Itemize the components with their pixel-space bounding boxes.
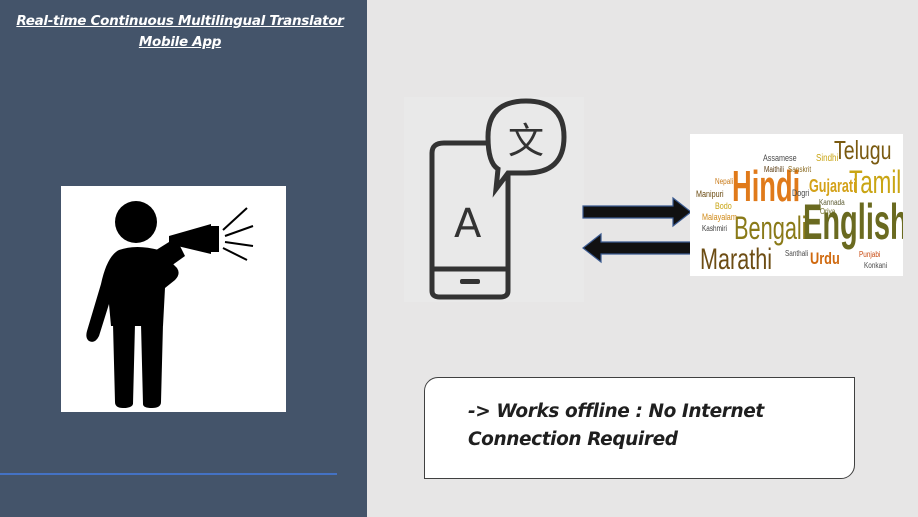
cloud-word: Bodo — [715, 201, 732, 211]
slide-title: Real-time Continuous Multilingual Transl… — [0, 11, 360, 53]
cloud-word: Sanskrit — [788, 165, 812, 174]
cloud-word: Tamil — [849, 164, 902, 200]
cloud-word: Malayalam — [702, 212, 737, 222]
cloud-word: Konkani — [864, 261, 888, 270]
divider-line — [0, 473, 337, 475]
phone-screen-letter: A — [454, 201, 482, 247]
offline-note-text: -> Works offline : No Internet Connectio… — [468, 398, 838, 454]
phone-translate-icon: A 文 — [404, 97, 584, 302]
speaker-image — [61, 186, 286, 412]
cloud-word: Urdu — [810, 249, 840, 268]
cloud-word: English — [803, 194, 903, 250]
cloud-word: Telugu — [834, 135, 892, 165]
cloud-word: Maithili — [764, 165, 784, 174]
bubble-glyph: 文 — [508, 121, 544, 162]
cloud-word: Bengali — [734, 210, 807, 246]
cloud-word: Kannada — [819, 198, 845, 207]
person-megaphone-icon — [86, 201, 254, 408]
cloud-word: Santhali — [785, 249, 809, 258]
cloud-word: Hindi — [732, 162, 801, 211]
cloud-word: Dogri — [792, 188, 810, 198]
note-line2: Connection Required — [468, 429, 678, 450]
language-word-cloud: Telugu Hindi Tamil English Bengali Marat… — [690, 134, 903, 276]
slide-title-line2: Mobile App — [138, 34, 222, 50]
cloud-word: Assamese — [763, 153, 797, 163]
cloud-word: Kashmiri — [702, 224, 727, 233]
bidirectional-arrows-icon — [582, 196, 692, 264]
cloud-word: Gujarati — [809, 176, 857, 196]
slide-title-line1: Real-time Continuous Multilingual Transl… — [16, 13, 344, 29]
left-panel: Real-time Continuous Multilingual Transl… — [0, 0, 367, 517]
note-line1: -> Works offline : No Internet — [468, 401, 764, 422]
cloud-word: Nepali — [715, 177, 734, 186]
cloud-word: Sindhi — [816, 153, 839, 164]
cloud-word: Marathi — [700, 243, 773, 276]
cloud-word: Manipuri — [696, 189, 724, 199]
cloud-word: Punjabi — [859, 250, 881, 259]
offline-note-box: -> Works offline : No Internet Connectio… — [424, 377, 855, 479]
cloud-word: Oriya — [820, 207, 836, 216]
